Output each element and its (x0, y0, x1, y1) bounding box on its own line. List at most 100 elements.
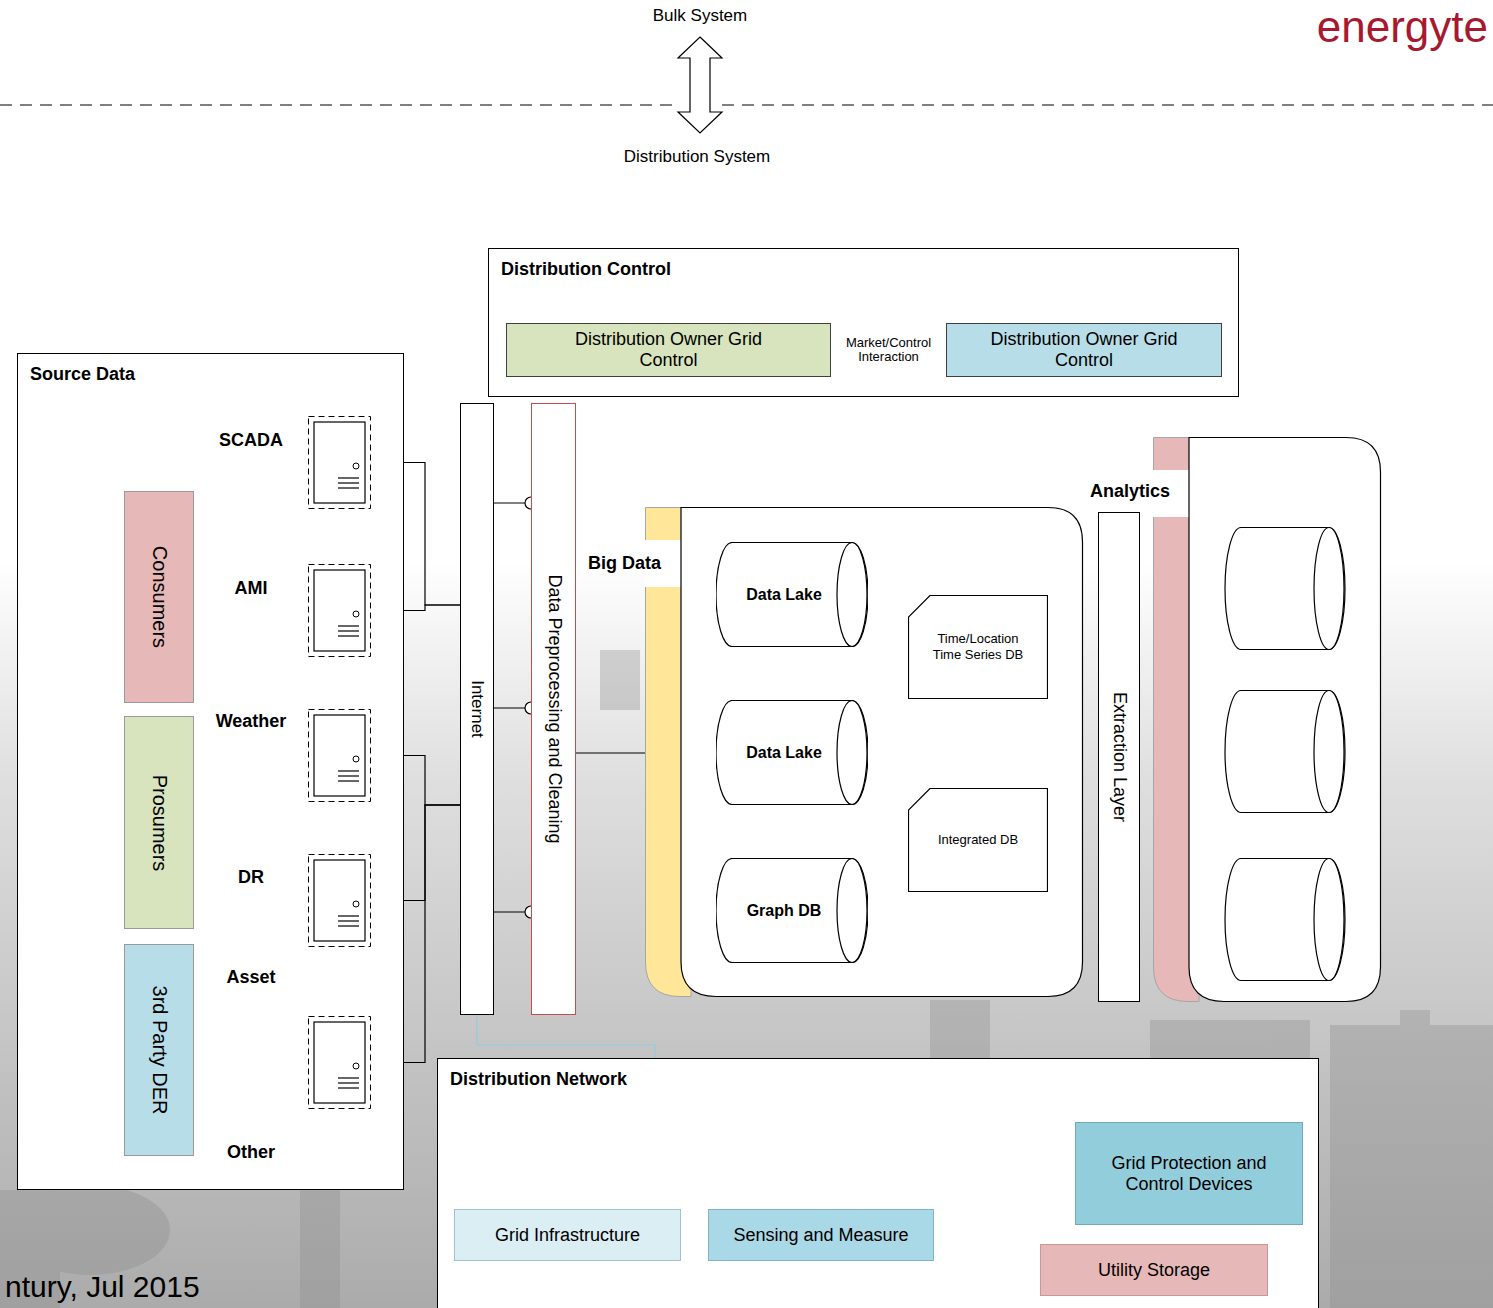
server-frame (309, 417, 371, 509)
server-slot (338, 770, 359, 771)
process-box: Grid Infrastructure (454, 1209, 681, 1261)
database-label: Data Lake (746, 585, 822, 604)
category-band: Consumers (124, 491, 194, 703)
server-frame (309, 565, 371, 657)
server-case (314, 570, 365, 651)
cylinder-end (837, 543, 867, 647)
server-node: AMI (206, 564, 373, 657)
vertical-label: Data Preprocessing and Cleaning (543, 574, 564, 843)
connector (576, 753, 645, 754)
server-case (314, 860, 365, 941)
note-label: Distribution System (624, 147, 770, 167)
layer-bar: Internet (460, 403, 494, 1015)
card-label: Time/Location Time Series DB (922, 631, 1034, 662)
server-slot (338, 920, 359, 921)
cylinder-body (716, 543, 868, 647)
server-case (314, 422, 365, 503)
logo-text: energyte (1317, 2, 1488, 53)
source-label: AMI (235, 578, 268, 599)
process-box: Sensing and Measure (708, 1209, 934, 1261)
cylinder-body (716, 859, 868, 963)
server-led (353, 611, 359, 617)
server-slot (338, 477, 359, 478)
server-node: DR (206, 854, 373, 947)
server-led (353, 1063, 359, 1069)
vertical-label: Prosumers (148, 774, 171, 871)
vertical-label: Extraction Layer (1109, 692, 1130, 822)
cylinder-end (1314, 691, 1344, 813)
process-box: Utility Storage (1040, 1244, 1268, 1296)
server-slot (338, 925, 359, 926)
panel-body (1189, 438, 1381, 1002)
cylinder-body (716, 701, 868, 805)
vertical-label: 3rd Party DER (148, 986, 171, 1115)
server-case (314, 715, 365, 796)
layer-bar: Data Preprocessing and Cleaning (531, 403, 576, 1015)
group-box: Source DataConsumersProsumers 3rd Party D… (17, 353, 404, 1190)
box-title: Distribution Network (450, 1069, 627, 1090)
note-label: Bulk System (653, 6, 747, 26)
database-label: Graph DB (747, 901, 822, 920)
server-node: Asset (206, 966, 373, 1109)
connector-line (576, 752, 645, 753)
server-slot (338, 775, 359, 776)
server-slot (338, 635, 359, 636)
footer-text: ntury, Jul 2015 (5, 1270, 200, 1305)
cylinder-body (1225, 528, 1345, 650)
server-node: SCADA (206, 416, 373, 509)
database-cylinder: Data Lake (716, 700, 868, 805)
source-label: Weather (216, 711, 287, 732)
server-slot (338, 1077, 359, 1078)
server-frame (309, 710, 371, 802)
cylinder-body (1225, 691, 1345, 813)
box-title: Source Data (30, 364, 135, 385)
server-slot (338, 625, 359, 626)
server-led (353, 463, 359, 469)
card-outline (909, 596, 1048, 699)
boundary-line (722, 104, 1493, 105)
group-box: Distribution NetworkGrid Infrastructure S… (437, 1058, 1319, 1308)
connector-line (477, 1015, 655, 1058)
box-label: Distribution Owner Grid Control (569, 329, 769, 370)
server-icon (308, 416, 371, 509)
server-slot (338, 482, 359, 483)
database-label: Data Lake (746, 743, 822, 762)
group-box: Distribution ControlDistribution Owner G… (488, 248, 1239, 397)
connector-label: Market/Control Interaction (842, 336, 936, 365)
server-frame (309, 855, 371, 947)
panel-shape (1153, 437, 1381, 1002)
storage-panel: Analytics (1153, 437, 1381, 1002)
exchange-arrow (678, 37, 722, 133)
process-box: Grid Protection and Control Devices (1075, 1122, 1303, 1225)
note-label: Other (227, 1142, 275, 1163)
panel-title: Big Data (588, 553, 661, 574)
server-slot (338, 1087, 359, 1088)
server-icon (308, 709, 371, 802)
card-outline (909, 789, 1048, 892)
panel-title: Analytics (1090, 481, 1170, 502)
process-box: Distribution Owner Grid Control (946, 323, 1222, 377)
server-slot (338, 487, 359, 488)
server-slot (338, 1082, 359, 1083)
cylinder-end (837, 859, 867, 963)
source-label: DR (238, 867, 264, 888)
server-slot (338, 630, 359, 631)
server-node: Weather (206, 709, 373, 802)
cylinder-end (837, 701, 867, 805)
server-slot (338, 780, 359, 781)
box-label: Grid Protection and Control Devices (1089, 1153, 1289, 1194)
source-label: Asset (226, 967, 275, 988)
box-label: Sensing and Measure (733, 1225, 908, 1246)
server-icon (308, 1016, 371, 1109)
panel-body (681, 508, 1083, 997)
cylinder-body (1225, 859, 1345, 981)
server-led (353, 756, 359, 762)
server-led (353, 901, 359, 907)
database-card: Integrated DB (908, 788, 1048, 892)
layer-bar: Extraction Layer (1098, 512, 1140, 1002)
card-label: Integrated DB (938, 832, 1018, 848)
boundary-line (0, 104, 680, 105)
vertical-label: Internet (467, 680, 487, 738)
server-icon (308, 854, 371, 947)
